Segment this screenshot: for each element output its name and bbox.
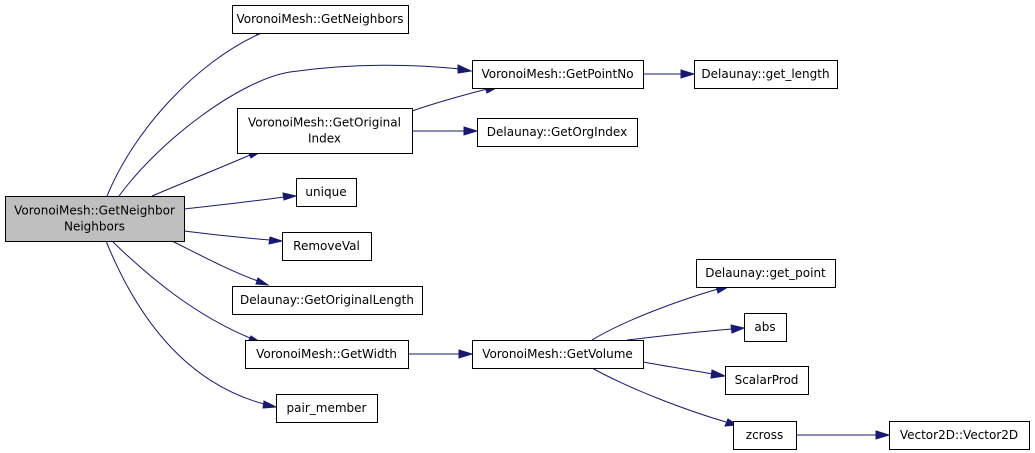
edge-line [105,240,265,405]
edge-arrowhead [680,69,696,79]
node-get-org-index[interactable]: Delaunay::GetOrgIndex [477,118,638,147]
node-box [5,196,185,242]
edge-line [106,34,258,197]
node-label: unique [305,185,346,199]
edges-layer [105,29,891,440]
node-get-original-length[interactable]: Delaunay::GetOriginalLength [232,286,423,315]
edge-arrowhead [458,349,474,359]
edge-line [111,240,251,339]
edge-get_volume-to-abs [626,324,746,341]
node-label: pair_member [287,401,367,415]
node-box [696,259,836,288]
edge-arrowhead [457,64,473,74]
edge-line [642,361,714,375]
edge-arrowhead [282,192,298,201]
node-box [472,340,644,369]
node-label: Neighbors [64,220,125,234]
node-box [245,340,409,369]
edge-arrowhead [710,369,727,379]
node-zcross[interactable]: zcross [733,421,797,450]
node-vector2d[interactable]: Vector2D::Vector2D [889,421,1030,450]
node-box [232,5,409,34]
node-remove-val[interactable]: RemoveVal [282,232,372,261]
node-label: Delaunay::get_point [705,266,826,280]
edge-root-to-get_original_length [171,240,270,286]
edge-line [591,367,727,423]
node-box [733,421,797,450]
edge-zcross-to-vector2d [796,430,891,440]
node-label: RemoveVal [293,239,360,253]
edge-arrowhead [730,324,746,334]
node-label: VoronoiMesh::GetVolume [482,347,633,361]
edge-arrowhead [268,236,284,245]
node-label: Vector2D::Vector2D [900,428,1018,442]
node-box [472,60,644,89]
edge-arrowhead [875,430,891,440]
node-label: Delaunay::GetOrgIndex [487,125,627,139]
edge-line [171,240,259,282]
edge-arrowhead [255,277,270,286]
node-label: VoronoiMesh::GetNeighbors [236,12,403,26]
node-box [237,108,413,154]
edge-line [151,154,251,197]
edge-get_width-to-get_volume [408,349,474,359]
node-get-volume[interactable]: VoronoiMesh::GetVolume [472,340,644,369]
edge-line [626,328,733,341]
edge-arrowhead [463,126,479,136]
node-label: VoronoiMesh::GetPointNo [481,67,633,81]
edge-get_point_no-to-delaunay_get_length [643,69,696,79]
edge-line [591,288,719,341]
node-label: VoronoiMesh::GetWidth [256,347,397,361]
edge-root-to-get_point_no [118,64,473,197]
node-box [232,286,423,315]
node-pair-member[interactable]: pair_member [276,394,378,423]
node-box [744,313,787,342]
edge-line [118,64,461,197]
node-box [889,421,1030,450]
node-label: VoronoiMesh::GetOriginal [248,116,401,130]
node-box [282,232,372,261]
node-label: VoronoiMesh::GetNeighbor [14,204,175,218]
edge-root-to-unique [183,192,298,210]
edge-root-to-pair_member [105,240,278,409]
node-delaunay-get-length[interactable]: Delaunay::get_length [694,60,838,89]
node-get-width[interactable]: VoronoiMesh::GetWidth [245,340,409,369]
node-box [296,178,357,207]
node-label: Index [308,132,341,146]
node-box [276,394,378,423]
node-box [477,118,638,147]
edge-arrowhead [262,400,278,409]
edge-root-to-get_original_index [151,150,262,197]
nodes-layer: VoronoiMesh::GetNeighborNeighborsVoronoi… [5,5,1030,450]
edge-get_volume-to-scalar_prod [642,361,727,379]
node-delaunay-get-point[interactable]: Delaunay::get_point [696,259,836,288]
node-label: Delaunay::get_length [701,67,829,81]
node-get-neighbors[interactable]: VoronoiMesh::GetNeighbors [232,5,409,34]
edge-line [411,88,488,112]
node-label: abs [754,320,775,334]
node-abs[interactable]: abs [744,313,787,342]
node-label: Delaunay::GetOriginalLength [240,293,414,307]
node-box [694,60,838,89]
edge-get_volume-to-delaunay_get_point [591,285,730,341]
edge-line [183,230,271,241]
node-unique[interactable]: unique [296,178,357,207]
node-label: zcross [746,428,783,442]
node-scalar-prod[interactable]: ScalarProd [725,366,809,395]
node-label: ScalarProd [735,373,799,387]
edge-line [183,196,285,210]
node-box [725,366,809,395]
node-get-point-no[interactable]: VoronoiMesh::GetPointNo [472,60,644,89]
edge-root-to-remove_val [183,230,284,245]
edge-get_original_index-to-get_point_no [411,85,500,112]
edge-get_original_index-to-get_org_index [412,126,479,136]
